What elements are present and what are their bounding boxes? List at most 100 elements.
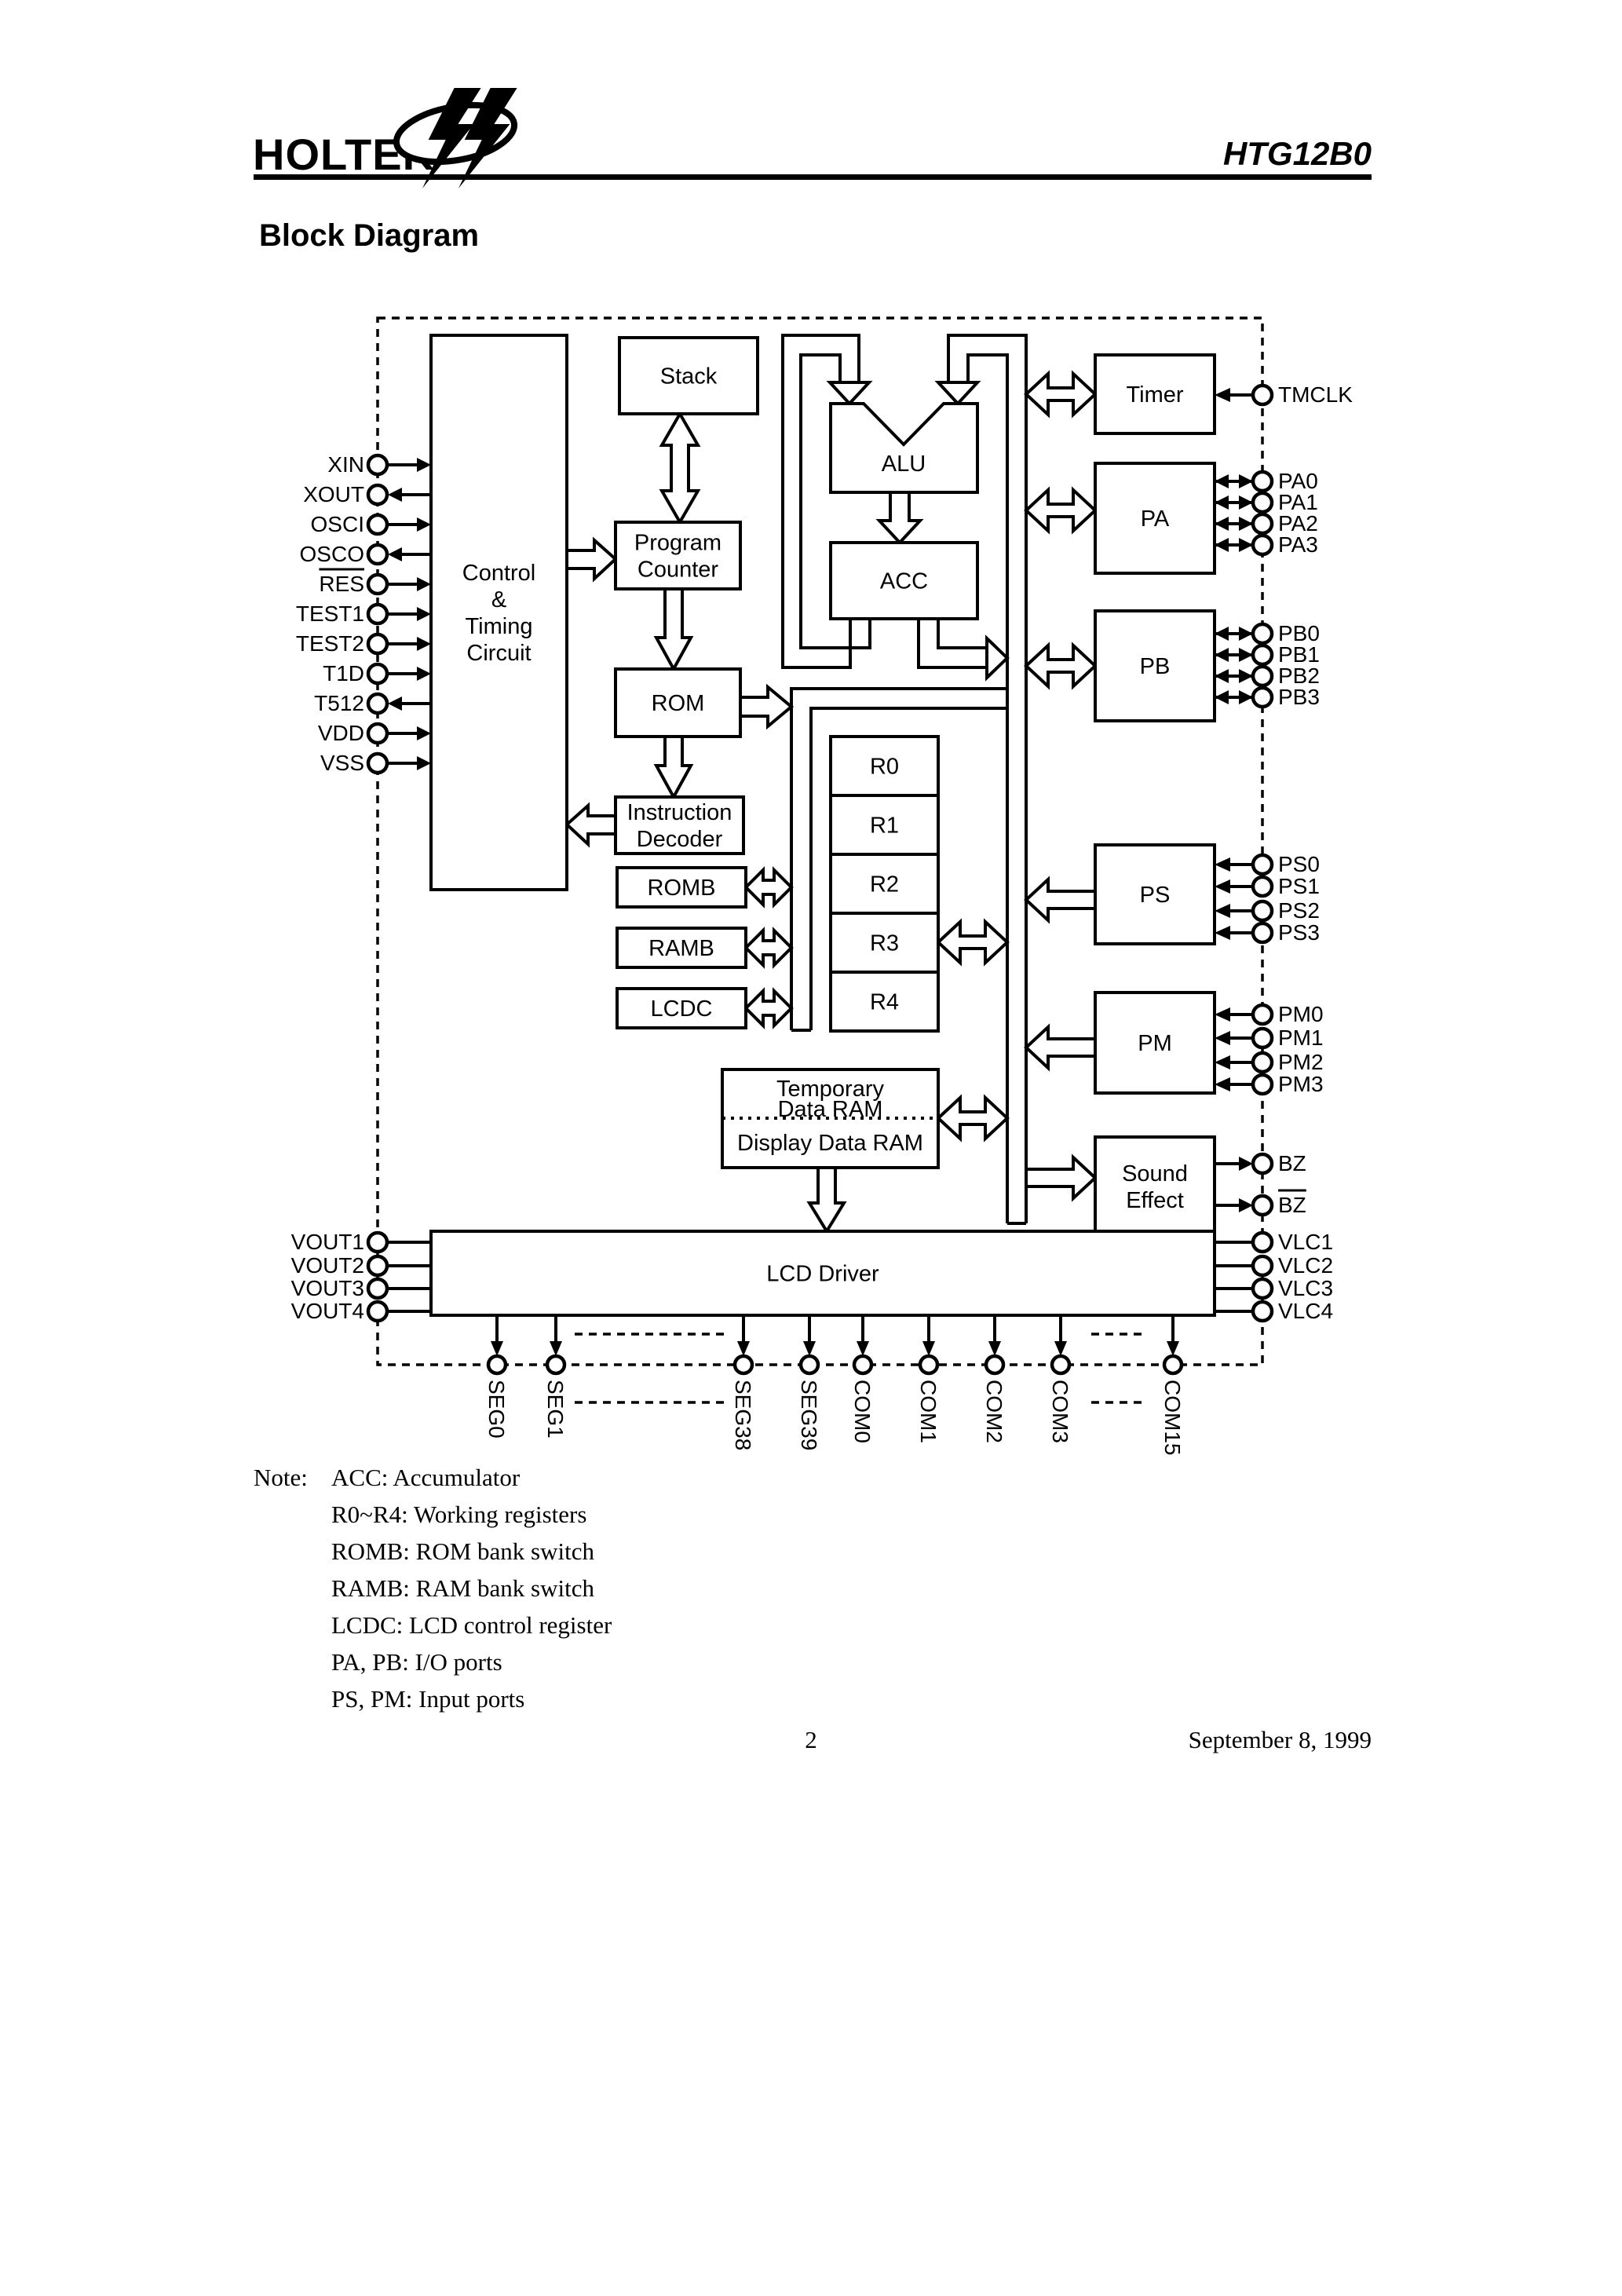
pin-com0-label: COM0 — [850, 1380, 875, 1443]
pin-pa2-pin — [1251, 512, 1274, 536]
pin-vss-label: VSS — [320, 751, 364, 775]
display-data-ram-label: Display Data RAM — [737, 1131, 923, 1156]
register-r0-label: R0 — [870, 755, 899, 780]
pin-test1-pin — [366, 602, 389, 626]
block-ramb — [616, 927, 747, 969]
pin-ps0-label: PS0 — [1278, 852, 1320, 876]
pin-com2-pin — [984, 1354, 1006, 1376]
pin-pb1-pin — [1251, 643, 1274, 667]
block-program-counter-label: Program — [634, 531, 721, 556]
pin-seg39-label: SEG39 — [797, 1380, 821, 1450]
pin-osci-arrow — [417, 517, 431, 532]
pin-com3-pin — [1050, 1354, 1072, 1376]
pin-pm3-arrow — [1215, 1077, 1230, 1091]
block-stack — [618, 336, 759, 415]
pin-pb3-arrow-right — [1239, 690, 1253, 704]
acc-to-bus-upper — [937, 619, 987, 649]
block-program-counter — [614, 521, 742, 590]
temporary-data-ram-label: Data RAM — [778, 1097, 883, 1122]
pin-seg0-pin — [486, 1354, 508, 1376]
block-control-label: Control — [462, 561, 536, 586]
alu-label: ALU — [882, 452, 926, 477]
pin-seg39-arrow — [803, 1341, 816, 1356]
pin-pm2-label: PM2 — [1278, 1050, 1324, 1074]
pin-com15-arrow — [1167, 1341, 1179, 1356]
decoder-to-control-arrow — [564, 802, 617, 848]
page-title: Block Diagram — [259, 218, 480, 253]
pin-pb0-label: PB0 — [1278, 621, 1320, 645]
pc-to-rom-arrow — [653, 587, 694, 673]
pin-t512-label: T512 — [314, 691, 364, 715]
pin-com0-pin — [852, 1354, 874, 1376]
pin-vout2-pin — [366, 1254, 389, 1278]
pin-ps2-arrow — [1215, 904, 1230, 918]
block-timer — [1094, 353, 1216, 435]
block-instruction-decoder-label: Instruction — [627, 800, 732, 825]
pin-pb2-pin — [1251, 664, 1274, 688]
pm-to-bus-arrow — [1024, 1023, 1097, 1072]
pin-pb1-arrow-right — [1239, 648, 1253, 662]
block-control-label: Circuit — [466, 641, 531, 666]
block-acc — [829, 541, 979, 620]
pin-osci-label: OSCI — [311, 512, 364, 536]
rom-channel-outer — [790, 687, 1007, 1030]
pin-pb2-arrow-right — [1239, 669, 1253, 683]
pin-pm0-label: PM0 — [1278, 1002, 1324, 1026]
pin-vdd-arrow — [417, 726, 431, 740]
block-instruction-decoder — [614, 795, 745, 855]
pin-t512-pin — [366, 692, 389, 715]
pin-ps3-arrow — [1215, 926, 1230, 940]
block-diagram: ALU Control&TimingCircuitStackProgramCou… — [291, 316, 1353, 1455]
pin-ps2-label: PS2 — [1278, 898, 1320, 923]
pin-pm1-arrow — [1215, 1031, 1230, 1045]
pin-vlc2-pin — [1251, 1254, 1274, 1278]
pin-vlc3-pin — [1251, 1277, 1274, 1300]
pin-xout-pin — [366, 483, 389, 506]
pin-pa2-arrow-right — [1239, 517, 1253, 531]
pin-ps1-label: PS1 — [1278, 874, 1320, 898]
pin-seg38-label: SEG38 — [731, 1380, 755, 1450]
pin-test2-arrow — [417, 637, 431, 651]
control-to-pc-arrow — [565, 536, 618, 583]
part-number: HTG12B0 — [1222, 135, 1372, 172]
bus-to-alu-arrowhead — [934, 381, 981, 406]
block-pb-label: PB — [1140, 654, 1171, 679]
pin-ps0-pin — [1251, 853, 1274, 876]
pin-bz-bar-arrow — [1239, 1198, 1253, 1212]
note-label: Note: — [254, 1464, 308, 1491]
pin-res-label: RES — [319, 572, 364, 596]
pin-vlc2-label: VLC2 — [1278, 1253, 1333, 1278]
pin-t1d-label: T1D — [323, 661, 364, 686]
pin-tmclk-arrow — [1215, 388, 1230, 402]
romb-bus-double-arrow — [743, 866, 794, 909]
data-bus-left-line — [966, 353, 1009, 1223]
pin-osco-label: OSCO — [300, 542, 364, 566]
block-acc-label: ACC — [880, 569, 928, 594]
block-timer-label: Timer — [1126, 382, 1183, 408]
block-pm-label: PM — [1138, 1031, 1172, 1056]
pin-seg1-arrow — [550, 1341, 562, 1356]
bus-pb-double-arrow — [1024, 642, 1098, 690]
pin-com1-label: COM1 — [916, 1380, 941, 1443]
acc-feedback-inner — [799, 353, 871, 649]
pin-com2-label: COM2 — [982, 1380, 1006, 1443]
ramb-bus-double-arrow — [743, 927, 794, 969]
pin-seg38-arrow — [737, 1341, 750, 1356]
pin-seg1-pin — [545, 1354, 567, 1376]
pin-vlc4-pin — [1251, 1300, 1274, 1323]
pin-pb0-arrow-left — [1215, 627, 1229, 641]
block-instruction-decoder-label: Decoder — [637, 827, 723, 852]
pin-pb3-pin — [1251, 686, 1274, 709]
pin-vlc4-label: VLC4 — [1278, 1299, 1333, 1323]
alu-to-acc-arrow — [875, 491, 924, 545]
pin-pa0-arrow-right — [1239, 474, 1253, 488]
pin-vlc3-label: VLC3 — [1278, 1276, 1333, 1300]
pin-pb0-pin — [1251, 622, 1274, 645]
pin-osco-arrow — [388, 547, 402, 561]
pin-seg1-label: SEG1 — [543, 1380, 568, 1439]
pin-xout-arrow — [388, 488, 402, 502]
block-sound-effect-label: Effect — [1126, 1188, 1184, 1213]
pin-tmclk-label: TMCLK — [1278, 382, 1353, 407]
block-ps-label: PS — [1140, 883, 1171, 908]
